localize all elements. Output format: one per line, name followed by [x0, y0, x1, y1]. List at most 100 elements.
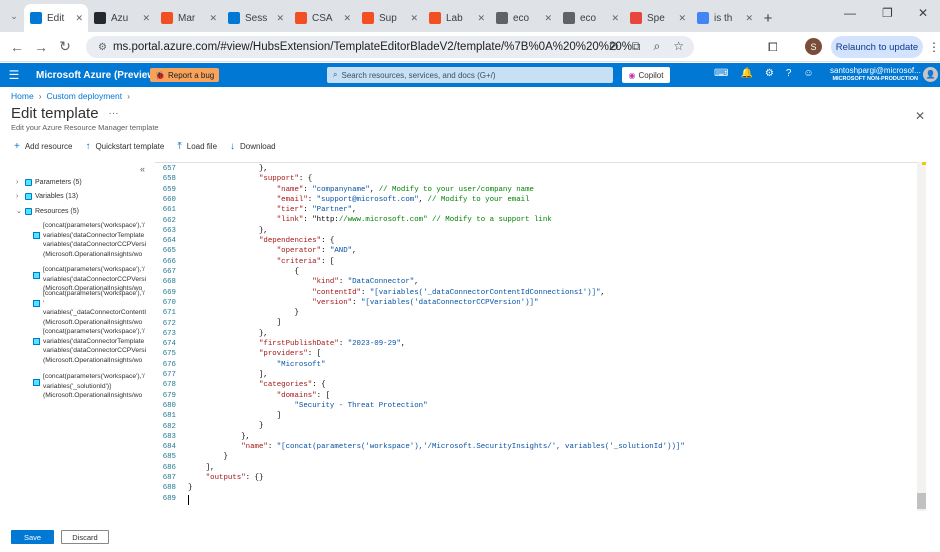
tab-favicon-icon: [295, 12, 307, 24]
browser-tab[interactable]: Azu✕: [88, 4, 155, 32]
tab-close-icon[interactable]: ✕: [544, 13, 552, 23]
line-number: 682: [162, 422, 176, 431]
address-bar[interactable]: ⚙ ms.portal.azure.com/#view/HubsExtensio…: [86, 36, 694, 58]
resource-text-line: (Microsoft.OperationalInsights/wo: [43, 356, 143, 364]
browser-tab[interactable]: Mar✕: [155, 4, 222, 32]
load-file-button[interactable]: ⤒Load file: [177, 141, 217, 152]
editor-scrollbar-thumb[interactable]: [917, 493, 926, 509]
code-line: }: [188, 453, 228, 462]
back-icon[interactable]: ←: [10, 38, 24, 55]
hamburger-menu-icon[interactable]: ☰: [8, 68, 20, 82]
tree-node-resources[interactable]: ⌄ Resources (5): [16, 207, 79, 215]
code-content[interactable]: }, "support": { "name": "companyname", /…: [188, 163, 685, 504]
tab-close-icon[interactable]: ✕: [209, 13, 217, 23]
browser-tab[interactable]: eco✕: [557, 4, 624, 32]
tab-list-icon[interactable]: ⌄: [10, 10, 18, 21]
copilot-button[interactable]: ◉Copilot: [622, 67, 670, 83]
report-bug-label: Report a bug: [167, 70, 215, 80]
line-number: 669: [162, 288, 176, 297]
browser-tab[interactable]: Edit✕: [24, 4, 88, 32]
line-number: 676: [162, 360, 176, 369]
notifications-bell-icon[interactable]: 🔔: [740, 68, 753, 79]
browser-tab[interactable]: eco✕: [490, 4, 557, 32]
tree-node-variables[interactable]: › Variables (13): [16, 193, 78, 200]
more-options-icon[interactable]: ···: [108, 108, 119, 119]
line-number: 659: [162, 185, 176, 194]
help-icon[interactable]: ?: [785, 68, 792, 79]
line-number: 662: [162, 216, 176, 225]
tree-resource-item[interactable]: [concat(parameters('workspace'),'/variab…: [43, 372, 151, 401]
tab-close-icon[interactable]: ✕: [343, 13, 351, 23]
tree-resource-item[interactable]: [concat(parameters('workspace'),'/variab…: [43, 327, 151, 365]
reload-icon[interactable]: ↻: [59, 38, 71, 54]
portal-search-input[interactable]: ⌕Search resources, services, and docs (G…: [327, 67, 613, 83]
tree-resources-label: Resources (5): [35, 207, 79, 215]
new-tab-icon[interactable]: +: [763, 9, 773, 27]
close-blade-icon[interactable]: ✕: [914, 109, 925, 123]
user-avatar-icon[interactable]: 👤: [923, 67, 938, 82]
user-account[interactable]: santoshpargi@microsof... MICROSOFT NON-P…: [830, 66, 921, 84]
tree-node-parameters[interactable]: › Parameters (5): [16, 179, 82, 186]
editor-scrollbar[interactable]: [917, 162, 926, 511]
code-line: },: [188, 329, 268, 338]
tree-resource-item[interactable]: [concat(parameters('workspace'),'/variab…: [43, 221, 151, 259]
zoom-icon[interactable]: ⌕: [653, 39, 661, 53]
save-button[interactable]: Save: [11, 530, 54, 544]
page-title-row: Edit template ···: [11, 105, 119, 122]
relaunch-button[interactable]: Relaunch to update: [831, 36, 923, 58]
minimize-icon[interactable]: —: [844, 6, 856, 20]
tab-close-icon[interactable]: ✕: [276, 13, 284, 23]
collapse-pane-icon[interactable]: «: [140, 164, 146, 174]
bookmark-star-icon[interactable]: ☆: [673, 39, 684, 53]
browser-tab[interactable]: Sup✕: [356, 4, 423, 32]
discard-button[interactable]: Discard: [61, 530, 109, 544]
forward-icon[interactable]: →: [34, 38, 48, 55]
tab-close-icon[interactable]: ✕: [75, 13, 83, 23]
cloud-shell-icon[interactable]: ⌨: [714, 68, 729, 79]
browser-tab[interactable]: CSA✕: [289, 4, 356, 32]
profile-avatar[interactable]: S: [805, 38, 822, 55]
tab-close-icon[interactable]: ✕: [745, 13, 753, 23]
browser-tab[interactable]: Lab✕: [423, 4, 490, 32]
browser-tab[interactable]: is th✕: [691, 4, 758, 32]
browser-tab[interactable]: Sess✕: [222, 4, 289, 32]
resource-icon: [33, 338, 40, 346]
resource-text-line: [concat(parameters('workspace'),'/: [43, 266, 145, 273]
tab-close-icon[interactable]: ✕: [611, 13, 619, 23]
window-close-icon[interactable]: ✕: [918, 6, 929, 20]
settings-gear-icon[interactable]: ⚙: [764, 68, 774, 79]
variables-icon: [25, 193, 32, 200]
resource-text-line: [concat(parameters('workspace'),'/: [43, 328, 145, 335]
eye-off-icon[interactable]: ⊘: [608, 39, 619, 53]
feedback-icon[interactable]: ☺: [803, 68, 814, 79]
portal-brand[interactable]: Microsoft Azure (Preview): [36, 69, 159, 81]
code-line: ],: [188, 370, 268, 379]
tab-close-icon[interactable]: ✕: [410, 13, 418, 23]
tree-resource-item[interactable]: [concat(parameters('workspace'),'/variab…: [43, 265, 151, 294]
tab-close-icon[interactable]: ✕: [477, 13, 485, 23]
install-app-icon[interactable]: ⧉: [631, 39, 641, 53]
browser-tab[interactable]: Spe✕: [624, 4, 691, 32]
site-info-icon[interactable]: ⚙: [98, 41, 107, 53]
breadcrumb-home[interactable]: Home: [11, 91, 34, 101]
chevron-right-icon: ›: [38, 91, 42, 101]
line-number: 686: [162, 463, 176, 472]
breadcrumb-custom-deployment[interactable]: Custom deployment: [46, 91, 123, 101]
restore-icon[interactable]: ❐: [882, 6, 893, 20]
browser-menu-icon[interactable]: ⋮: [928, 40, 940, 54]
report-bug-button[interactable]: 🐞Report a bug: [150, 68, 220, 82]
quickstart-template-button[interactable]: ↑Quickstart template: [85, 141, 164, 152]
discard-label: Discard: [72, 532, 98, 542]
download-button[interactable]: ↓Download: [230, 141, 276, 152]
tab-close-icon[interactable]: ✕: [678, 13, 686, 23]
code-line: "categories": {: [258, 381, 326, 390]
line-number: 681: [162, 412, 176, 421]
search-placeholder: Search resources, services, and docs (G+…: [341, 70, 496, 80]
tab-close-icon[interactable]: ✕: [142, 13, 150, 23]
add-resource-button[interactable]: +Add resource: [14, 141, 72, 152]
extensions-icon[interactable]: ⧠: [768, 40, 778, 54]
tree-resource-item[interactable]: [concat(parameters('workspace'),'/'varia…: [43, 289, 151, 327]
resources-icon: [25, 207, 32, 215]
parameters-icon: [25, 179, 32, 186]
